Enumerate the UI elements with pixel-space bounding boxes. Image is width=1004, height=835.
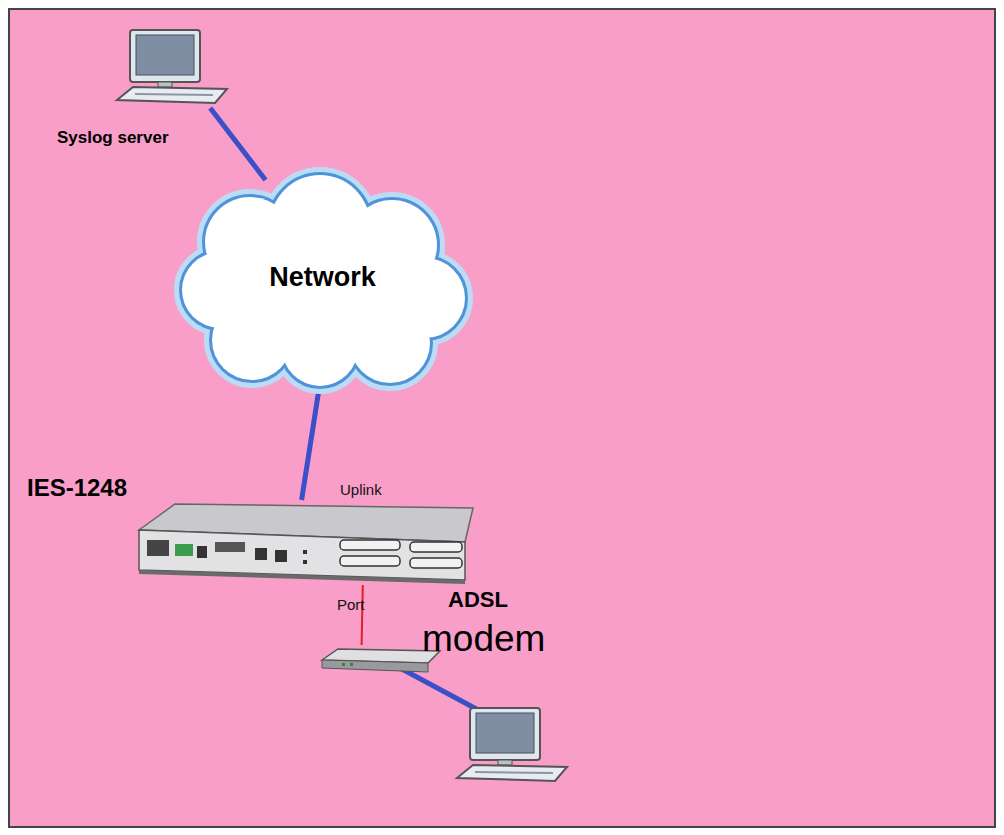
modem-label: modem — [422, 618, 545, 660]
network-cloud: Network — [180, 180, 465, 385]
dslam-device: IES-1248 — [135, 500, 475, 585]
device-label: IES-1248 — [27, 474, 127, 502]
link-line — [302, 385, 320, 500]
link-line — [362, 585, 363, 645]
adsl-modem: ADSLmodem — [322, 645, 442, 675]
modem-label: ADSL — [448, 587, 508, 613]
server-label: Syslog server — [57, 128, 169, 148]
syslog-computer-shape — [115, 28, 227, 108]
link-line — [210, 108, 265, 180]
cloud-label: Network — [180, 262, 465, 293]
link-label: Uplink — [340, 481, 382, 498]
ethernet-wire — [400, 668, 482, 712]
dslam-device-shape — [135, 500, 475, 585]
link-label: Port — [337, 596, 365, 613]
client-computer — [457, 708, 567, 781]
syslog-computer: Syslog server — [115, 28, 227, 108]
